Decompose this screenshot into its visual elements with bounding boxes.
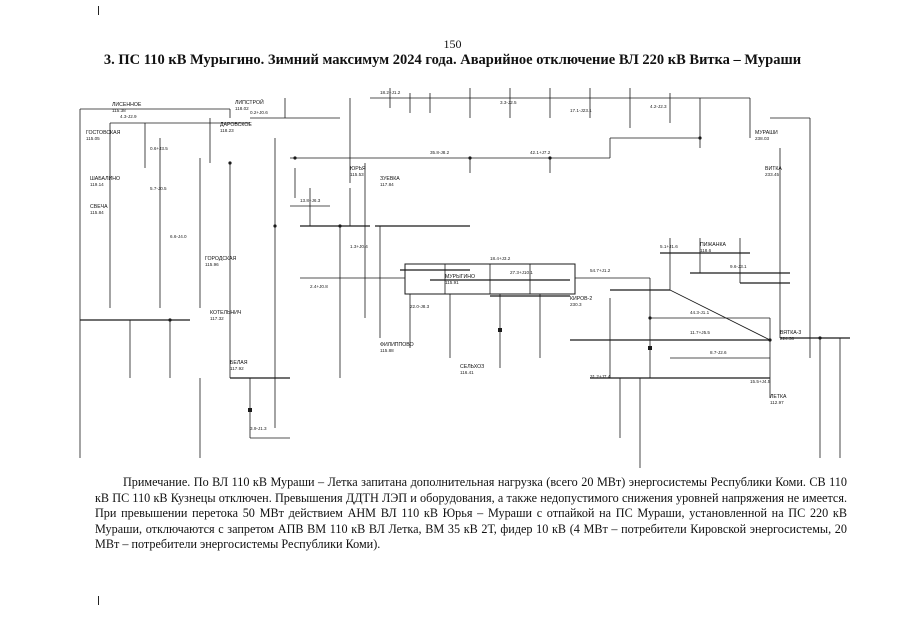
footnote: Примечание. По ВЛ 110 кВ Мураши – Летка … <box>95 475 847 552</box>
flow-label: 11.7+J5.5 <box>690 330 710 335</box>
node-name-n20: СЕЛЬХОЗ <box>460 364 484 370</box>
node-name-n12: ВЯТКА-3 <box>780 330 801 336</box>
flow-label: 3.9-J1.3 <box>250 426 267 431</box>
node-name-n18: ЗУЕВКА <box>380 176 400 182</box>
node-voltage-n11: 230.3 <box>570 302 582 307</box>
node-voltage-n12: 224.38 <box>780 336 794 341</box>
node-name-n10: МУРЫГИНО <box>445 274 475 280</box>
node-voltage-n6: 115.84 <box>90 210 104 215</box>
flow-label: 3.3-J2.5 <box>500 100 517 105</box>
margin-mark <box>98 6 99 15</box>
flow-labels: 4.3-J2.9 0.2+J0.6 18.2+J1.2 3.3-J2.5 17.1-J2… <box>120 90 771 431</box>
node-voltage-n2: 115.38 <box>112 108 126 113</box>
node-name-n17: ЛЕТКА <box>770 394 787 400</box>
flow-label: 0.2+J0.6 <box>250 110 268 115</box>
node-voltage-n7: 115.96 <box>205 262 219 267</box>
margin-mark <box>98 596 99 605</box>
page-number: 150 <box>443 37 462 51</box>
flow-label: 5.1+J1.6 <box>660 244 678 249</box>
node-voltage-n15: 117.92 <box>230 366 244 371</box>
node-voltage-n17: 112.97 <box>770 400 784 405</box>
node-voltage-n20: 116.41 <box>460 370 474 375</box>
diagram-svg: ГОСТОВСКАЯ115.05ЛИСЕННОЕ115.38ЛИПСТРОЙ11… <box>79 88 850 468</box>
node-name-n8: КОТЕЛЬНИЧ <box>210 310 242 316</box>
flow-label: 31.2+J7.4 <box>590 374 611 379</box>
node-name-n2: ЛИСЕННОЕ <box>112 102 142 108</box>
node-voltage-n19: 118.6 <box>700 248 712 253</box>
node-voltage-n3: 118.02 <box>235 106 249 111</box>
flow-label: 42.1+J7.2 <box>530 150 551 155</box>
node-name-n15: БЕЛАЯ <box>230 360 248 366</box>
node-name-n6: СВЕЧА <box>90 204 108 210</box>
flow-label: 8.7-J2.6 <box>710 350 727 355</box>
node-name-n16: ФИЛИППОВО <box>380 342 414 348</box>
node-name-n11: КИРОВ-2 <box>570 296 592 302</box>
flow-label: 18.2+J1.2 <box>380 90 401 95</box>
flow-label: 15.5+J4.5 <box>750 379 771 384</box>
flow-label: 4.3-J2.9 <box>120 114 137 119</box>
node-voltage-n16: 115.88 <box>380 348 394 353</box>
node-voltage-n8: 117.32 <box>210 316 224 321</box>
flow-label: 2.4+J0.8 <box>310 284 328 289</box>
flow-label: 35.8-J8.2 <box>430 150 450 155</box>
node-voltage-n1: 115.05 <box>86 136 100 141</box>
switch-markers <box>168 136 822 412</box>
flow-label: 0.6+J3.5 <box>150 146 168 151</box>
node-name-n1: ГОСТОВСКАЯ <box>86 130 121 136</box>
node-name-n3: ЛИПСТРОЙ <box>235 98 264 106</box>
flow-label: 17.1-J23.1 <box>570 108 592 113</box>
node-voltage-n18: 117.84 <box>380 182 394 187</box>
flow-label: 5.7-J0.5 <box>150 186 167 191</box>
node-name-n19: ПИЖАНКА <box>700 242 726 248</box>
node-voltage-n4: 118.23 <box>220 128 234 133</box>
diagram-lines <box>79 88 850 468</box>
node-name-n13: МУРАШИ <box>755 130 778 136</box>
flow-label: 9.6-J3.1 <box>730 264 747 269</box>
node-name-n9: ЮРЬЯ <box>350 166 366 172</box>
flow-label: 22.0-J8.3 <box>410 304 430 309</box>
flow-label: 27.3+J10.1 <box>510 270 533 275</box>
flow-label: 18.4+J3.2 <box>490 256 511 261</box>
flow-label: 44.3-J1.1 <box>690 310 710 315</box>
node-name-n14: ВИТКА <box>765 166 782 172</box>
node-voltage-n9: 115.53 <box>350 172 364 177</box>
node-name-n7: ГОРОДСКАЯ <box>205 256 237 262</box>
page-title: 3. ПС 110 кВ Мурыгино. Зимний максимум 2… <box>103 52 802 68</box>
node-voltage-n10: 115.91 <box>445 280 459 285</box>
node-voltage-n5: 119.14 <box>90 182 104 187</box>
flow-label: 6.6-J4.0 <box>170 234 187 239</box>
node-voltage-n13: 238.03 <box>755 136 769 141</box>
flow-label: 13.8+J6.3 <box>300 198 321 203</box>
node-voltage-n14: 233.45 <box>765 172 779 177</box>
node-name-n4: ДАРОВСКОЕ <box>220 122 252 128</box>
node-name-n5: ШАБАЛИНО <box>90 176 120 182</box>
flow-label: 1.3+J0.4 <box>350 244 368 249</box>
flow-label: 4.2-J2.3 <box>650 104 667 109</box>
node-labels: ГОСТОВСКАЯ115.05ЛИСЕННОЕ115.38ЛИПСТРОЙ11… <box>86 98 801 405</box>
flow-label: 54.7+J1.2 <box>590 268 611 273</box>
